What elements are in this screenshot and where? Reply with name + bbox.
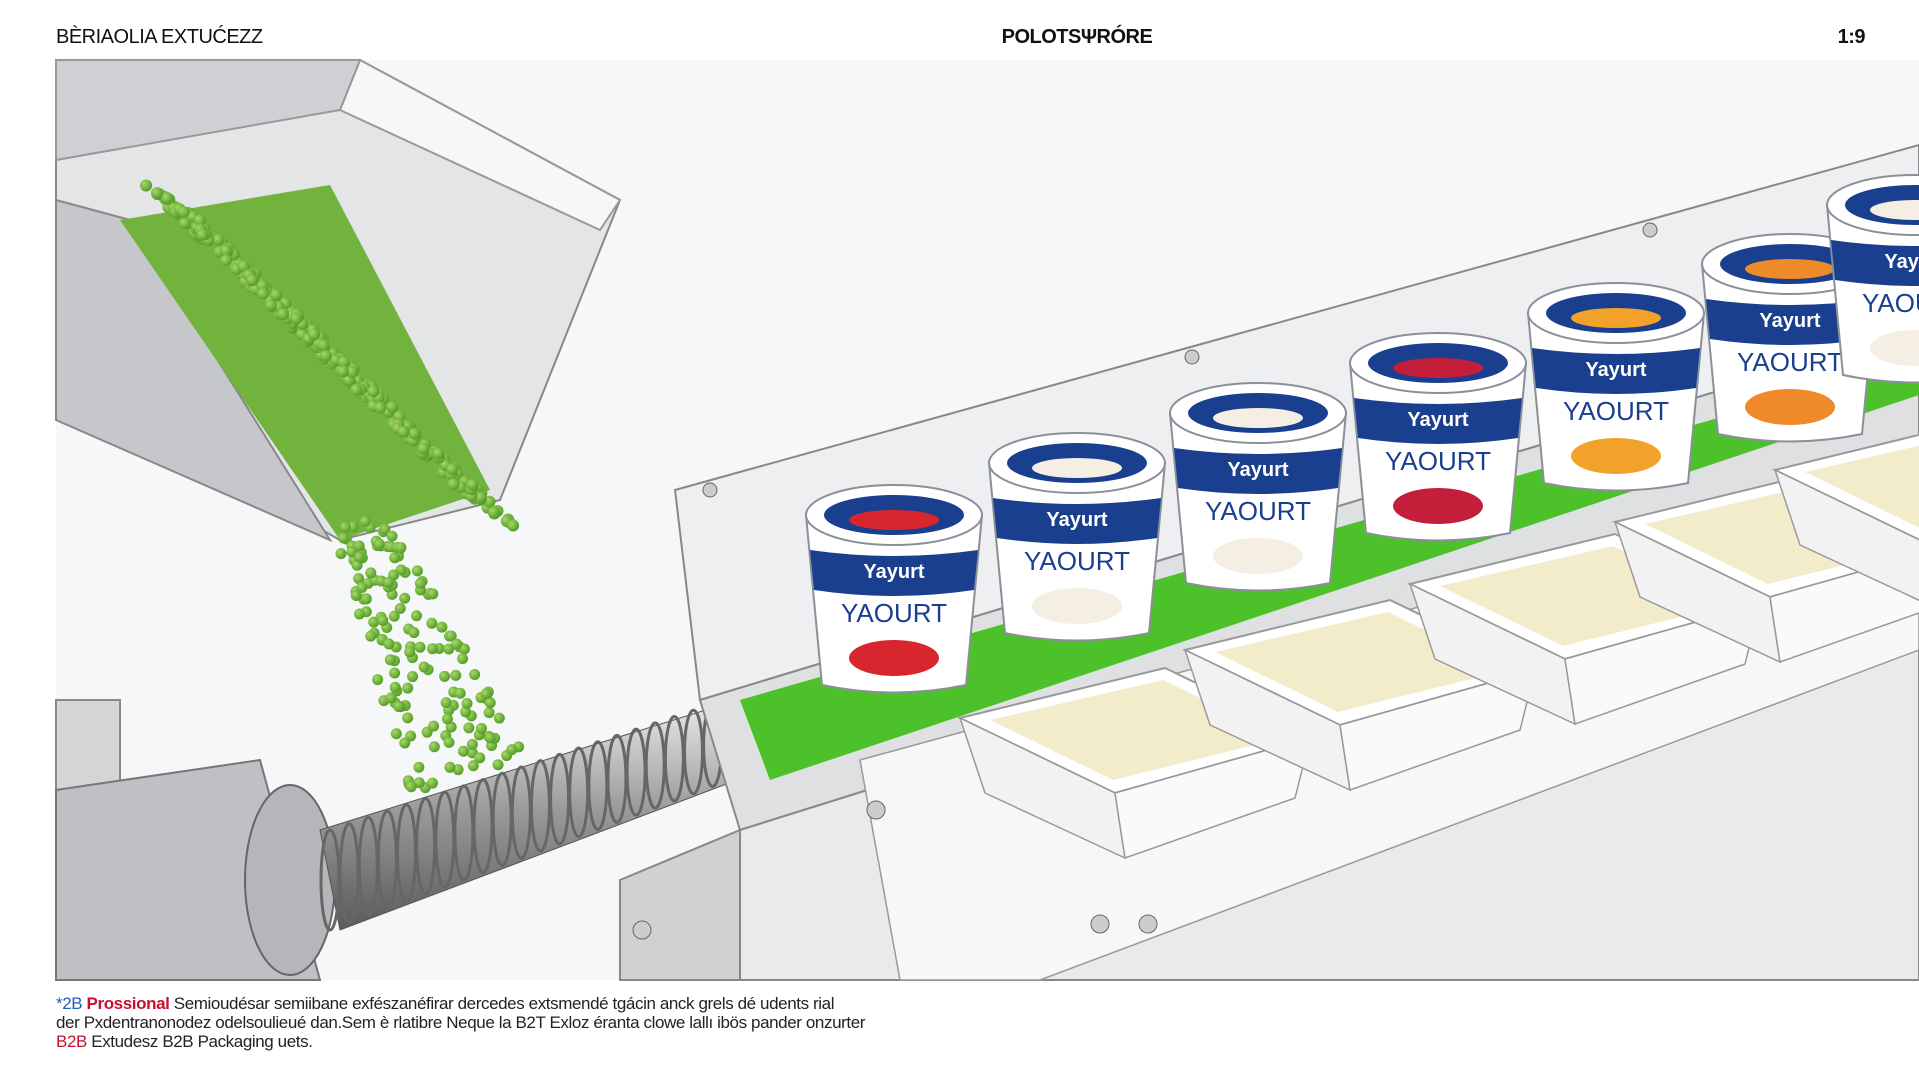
cup-illustration: [849, 640, 939, 676]
cup-brand: Yayurt: [1884, 251, 1919, 273]
tray-filling: [1805, 445, 1919, 528]
cup-topping: [849, 510, 939, 530]
cup-label-band: [810, 550, 978, 596]
cup-label-band: [1831, 240, 1919, 286]
falling-pellets: [140, 179, 550, 794]
cup-illustration: [1213, 538, 1303, 574]
cup-brand: Yayurt: [1227, 459, 1288, 481]
cup-topping: [1032, 458, 1122, 478]
cup-product-name: YAOURT: [1862, 288, 1919, 318]
cup-product-name: YAOURT: [1024, 546, 1130, 576]
cup-topping: [1213, 408, 1303, 428]
cup-label-band: [1706, 299, 1874, 345]
cup-label-band: [993, 498, 1161, 544]
cup-product-name: YAOURT: [1205, 496, 1311, 526]
cup-topping: [1571, 308, 1661, 328]
tray: [1772, 433, 1919, 602]
footer-line-1: *2B Prossional Semioudésar semiibane exf…: [56, 994, 834, 1013]
extruder-screw: [319, 683, 820, 932]
yogurt-cups: YayurtYAOURTYayurtYAOURTYayurtYAOURTYayu…: [804, 174, 1919, 694]
cup-label-band: [1174, 448, 1342, 494]
cup-product-name: YAOURT: [1385, 446, 1491, 476]
cup-brand: Yayurt: [1046, 509, 1107, 531]
cup-brand: Yayurt: [1759, 310, 1820, 332]
cup-label-band: [1532, 348, 1700, 394]
cup-topping: [1393, 358, 1483, 378]
trays: [957, 433, 1919, 860]
cup-label-band: [1354, 398, 1522, 444]
page-indicator: 1:9: [1837, 26, 1866, 48]
cup-product-name: YAOURT: [841, 598, 947, 628]
footer-line-3: B2B Extudesz B2B Packaging uets.: [56, 1032, 313, 1051]
footer-line-1-text: Semioudésar semiibane exfészanéfirar der…: [173, 994, 835, 1013]
cup-brand: Yayurt: [1585, 359, 1646, 381]
cup-product-name: YAOURT: [1563, 396, 1669, 426]
hopper: [55, 58, 622, 543]
cup-illustration: [1870, 330, 1919, 366]
cup-topping: [1870, 200, 1919, 220]
footer-line-3-highlight: B2B: [56, 1032, 87, 1051]
footer-line-3-text: Extudesz B2B Packaging uets.: [91, 1032, 313, 1051]
footer-prefix: *2B: [56, 994, 83, 1013]
cup-topping: [1745, 259, 1835, 279]
header-center-title: POLOTSΨRÓRE: [1001, 26, 1153, 48]
footer-line-2: der Pxdentranonodez odelsoulieué dan.Sem…: [56, 1013, 866, 1032]
cup-illustration: [1032, 588, 1122, 624]
cup-illustration: [1745, 389, 1835, 425]
cup-illustration: [1571, 438, 1661, 474]
cup-product-name: YAOURT: [1737, 347, 1843, 377]
footer-highlight: Prossional: [86, 994, 170, 1013]
header-left-title: BÈRIAOLIA EXTUĆEZZ: [56, 26, 263, 48]
cup-brand: Yayurt: [863, 561, 924, 583]
cup-illustration: [1393, 488, 1483, 524]
extruder-body: [55, 699, 336, 981]
cup-brand: Yayurt: [1407, 409, 1468, 431]
